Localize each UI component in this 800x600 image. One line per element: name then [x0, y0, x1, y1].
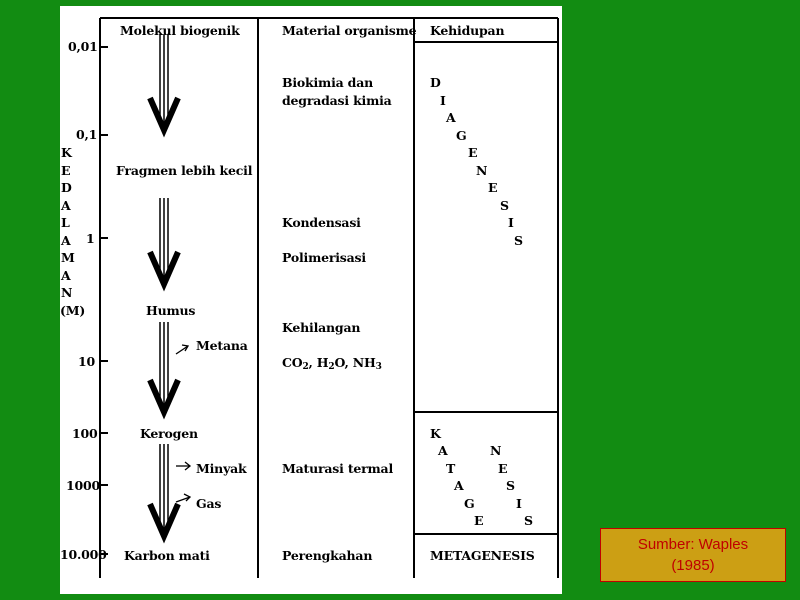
source-citation: Sumber: Waples (1985) — [600, 528, 786, 582]
tick-label-0-1: 0,1 — [76, 127, 98, 142]
tick-label-0-01: 0,01 — [68, 39, 98, 54]
label-co2-h2o-nh3: CO2, H2O, NH3 — [282, 355, 382, 372]
diagram-panel: Molekul biogenik Material organisme Kehi… — [60, 6, 562, 594]
tick-label-100: 100 — [72, 426, 98, 441]
label-kerogen: Kerogen — [140, 426, 198, 441]
label-polimerisasi: Polimerisasi — [282, 250, 366, 265]
source-line-2: (1985) — [671, 557, 715, 574]
label-karbon-mati: Karbon mati — [124, 548, 210, 563]
arrow-minyak — [176, 461, 192, 471]
label-biokimia-line1: Biokimia dan — [282, 75, 374, 90]
label-biokimia-line2: degradasi kimia — [282, 93, 392, 108]
label-humus: Humus — [146, 303, 196, 318]
header-kehidupan: Kehidupan — [430, 23, 505, 38]
down-arrow-1 — [147, 34, 181, 138]
arrow-metana — [175, 344, 190, 355]
label-perengkahan: Perengkahan — [282, 548, 373, 563]
tick-label-10: 10 — [78, 354, 95, 369]
label-maturasi-termal: Maturasi termal — [282, 461, 394, 476]
label-metagenesis: METAGENESIS — [430, 548, 535, 563]
down-arrow-2 — [147, 198, 181, 292]
diagram-lines — [99, 17, 559, 578]
tick-label-1: 1 — [86, 231, 95, 246]
header-molekul-biogenik: Molekul biogenik — [120, 23, 240, 38]
label-minyak: Minyak — [196, 461, 247, 476]
down-arrow-3 — [147, 322, 181, 420]
label-fragmen-lebih-kecil: Fragmen lebih kecil — [116, 163, 253, 178]
arrow-gas — [175, 493, 192, 503]
down-arrow-4 — [147, 444, 181, 544]
source-line-1: Sumber: Waples — [637, 536, 749, 553]
tick-label-1000: 1000 — [66, 478, 100, 493]
label-kehilangan: Kehilangan — [282, 320, 361, 335]
label-gas: Gas — [196, 496, 222, 511]
header-material-organisme: Material organisme — [282, 23, 417, 38]
label-metana: Metana — [196, 338, 248, 353]
label-kondensasi: Kondensasi — [282, 215, 361, 230]
tick-label-10000: 10.000 — [60, 547, 107, 562]
